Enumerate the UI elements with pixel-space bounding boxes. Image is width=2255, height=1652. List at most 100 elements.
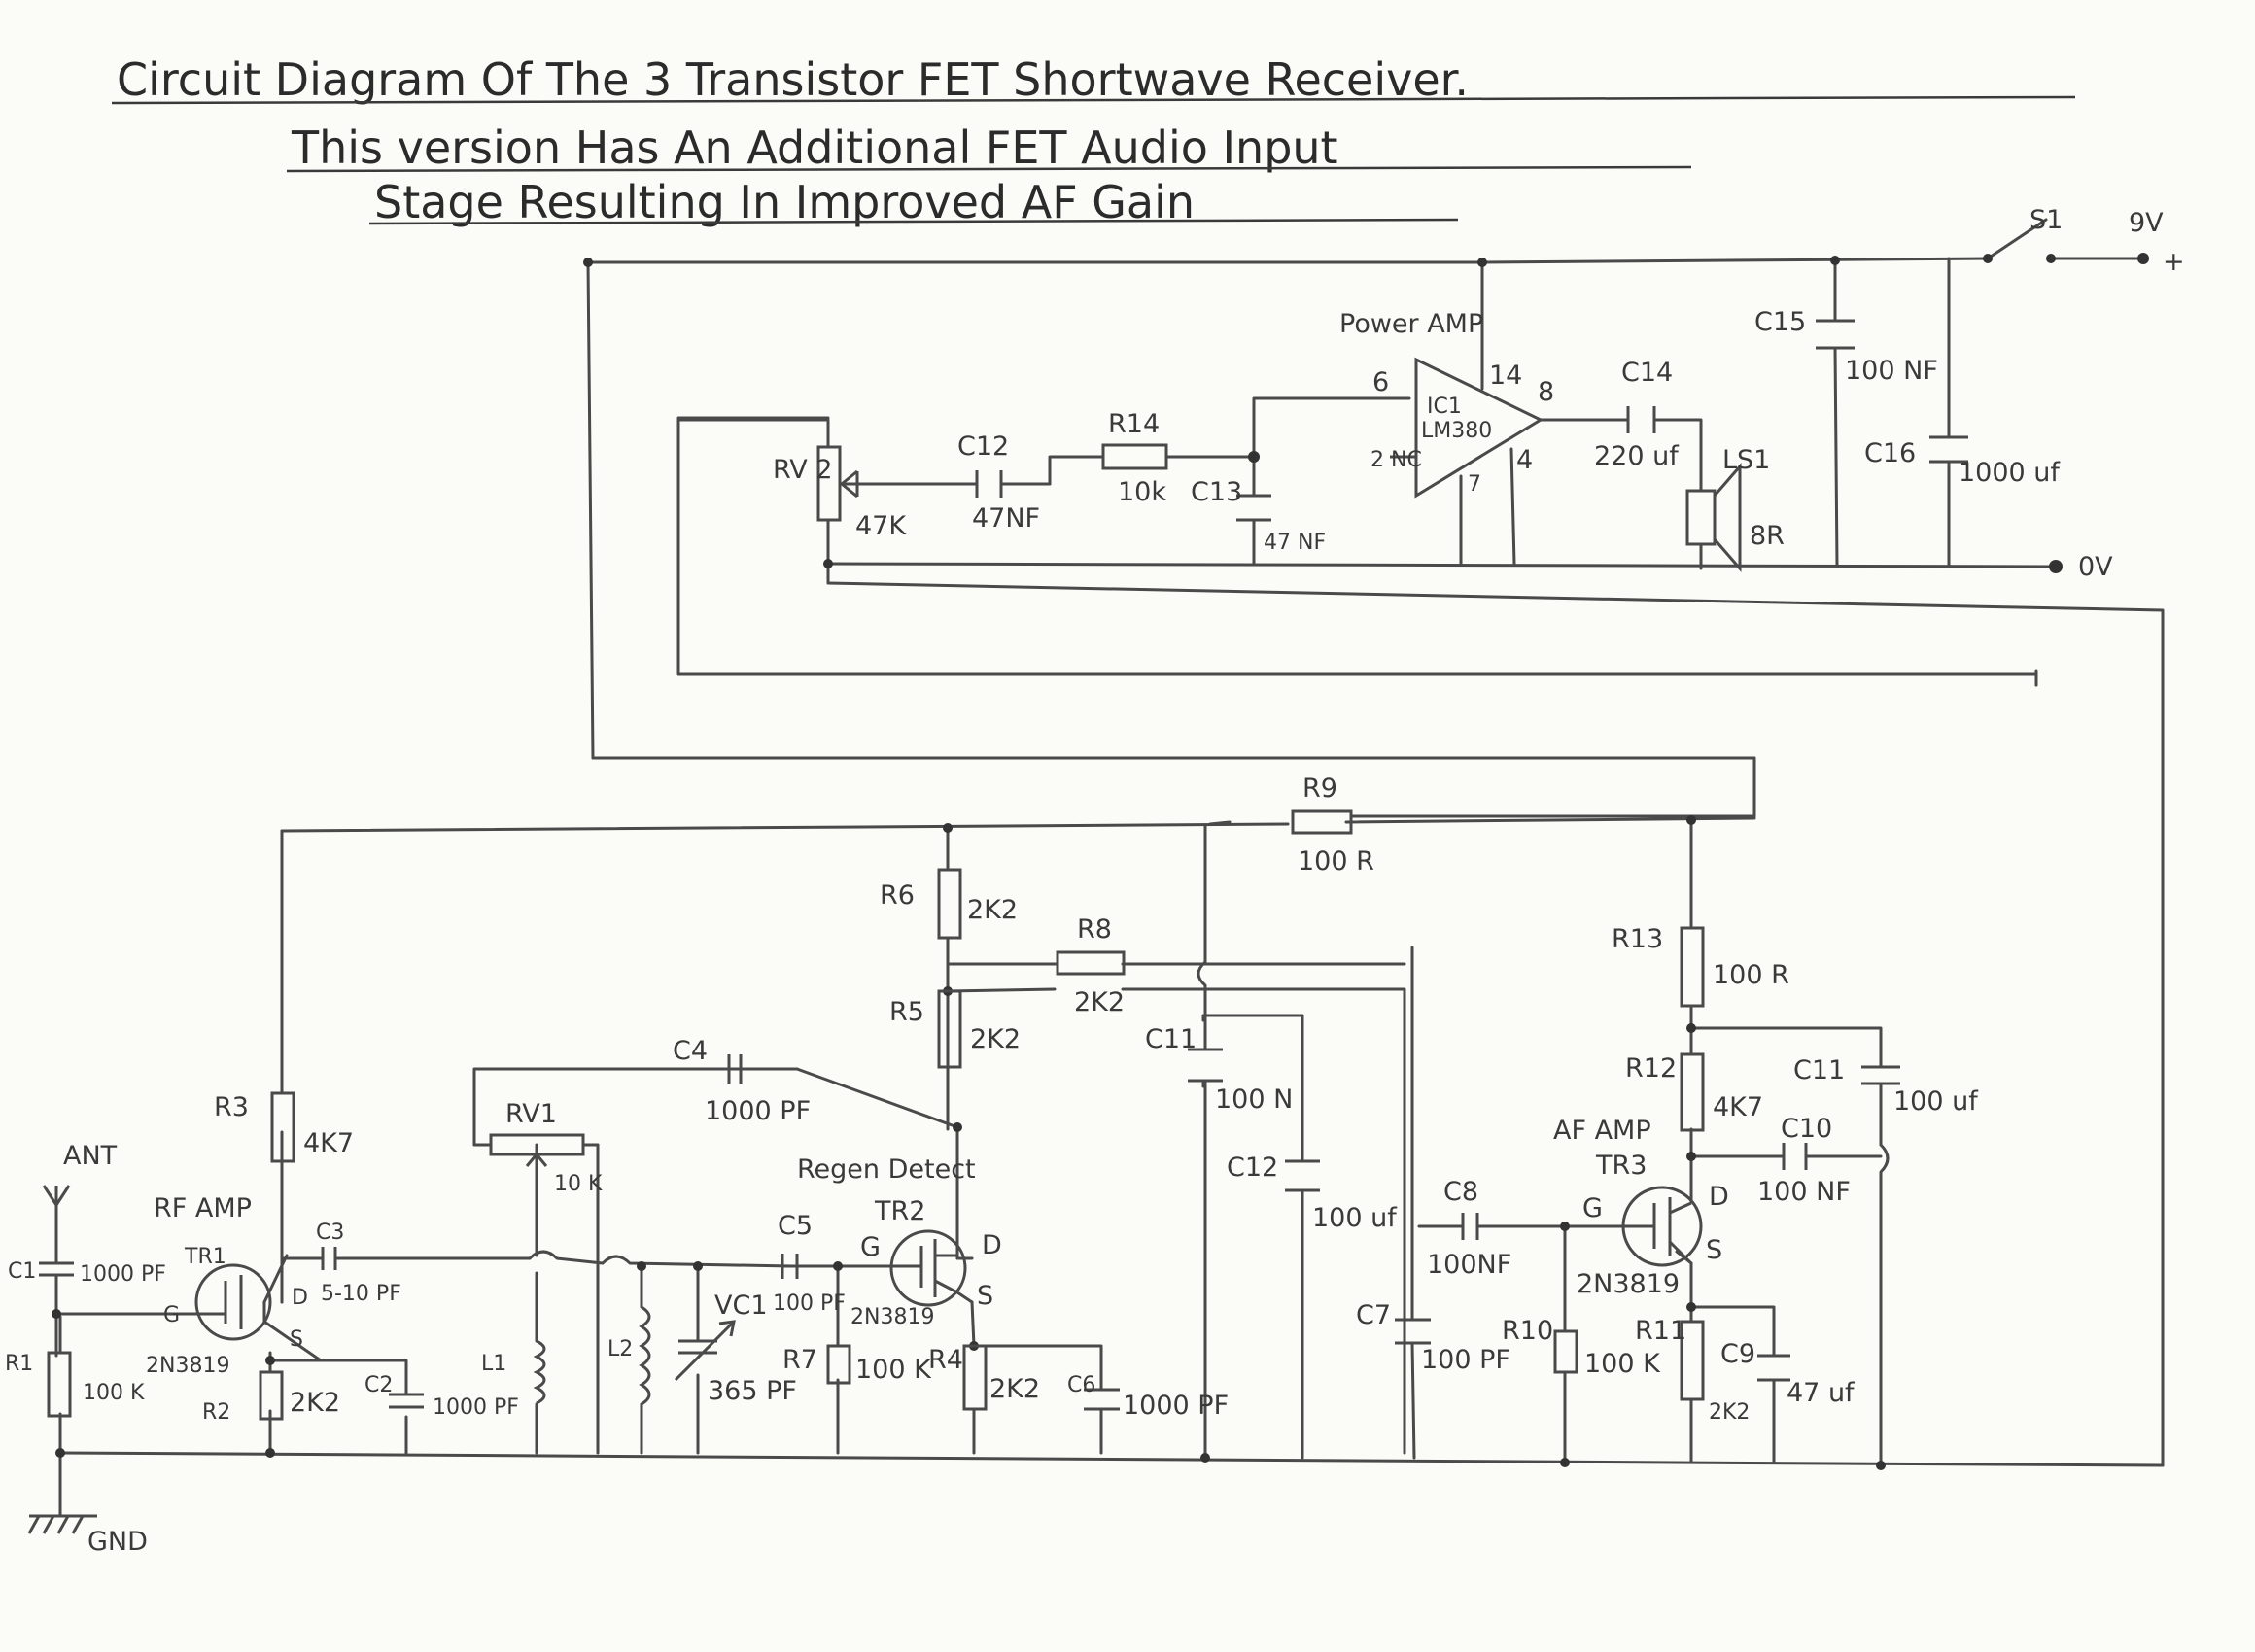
c13-value: 47 NF <box>1264 531 1326 555</box>
r1-value: 100 K <box>83 1381 145 1405</box>
antenna-icon <box>42 1185 71 1206</box>
title-line-2: This version Has An Additional FET Audio… <box>291 121 1338 174</box>
tr1-type: 2N3819 <box>146 1354 229 1378</box>
c9-label: C9 <box>1720 1339 1755 1369</box>
capacitor-c16 <box>1929 435 1968 464</box>
variable-capacitor-vc1 <box>674 1320 736 1382</box>
c2-label: C2 <box>364 1373 393 1397</box>
supply-plus-label: + <box>2163 247 2185 277</box>
r5-label: R5 <box>889 997 924 1027</box>
c7-value: 100 PF <box>1421 1345 1510 1375</box>
ant-label: ANT <box>63 1141 118 1171</box>
tr2-stage-label: Regen Detect <box>797 1154 976 1185</box>
c13-label: C13 <box>1191 477 1242 507</box>
r11-value: 2K2 <box>1709 1400 1750 1425</box>
ic1-lm380-icon <box>1390 357 1544 499</box>
resistor-r3 <box>270 1091 295 1163</box>
r12-label: R12 <box>1625 1053 1677 1084</box>
r14-label: R14 <box>1108 409 1160 439</box>
ic1-label: IC1 <box>1427 395 1462 419</box>
ic1-pin-8: 8 <box>1538 377 1554 407</box>
r7-label: R7 <box>782 1345 817 1375</box>
c14-value: 220 uf <box>1594 441 1680 471</box>
rv2-value: 47K <box>855 511 907 541</box>
resistor-r13 <box>1680 926 1705 1008</box>
c16-value: 1000 uf <box>1959 458 2061 488</box>
c9-value: 47 uf <box>1787 1378 1856 1408</box>
ic1-pin-6: 6 <box>1372 367 1389 397</box>
capacitor-c3 <box>321 1247 337 1270</box>
r3-value: 4K7 <box>303 1128 354 1158</box>
capacitor-c8 <box>1461 1213 1479 1240</box>
r13-label: R13 <box>1612 924 1663 954</box>
r9-label: R9 <box>1302 774 1337 804</box>
rv1-label: RV1 <box>505 1099 557 1129</box>
c7-label: C7 <box>1356 1300 1391 1330</box>
r3-label: R3 <box>214 1092 249 1122</box>
r6-value: 2K2 <box>967 895 1018 925</box>
tr3-stage-label: AF AMP <box>1553 1116 1651 1146</box>
c4-value: 1000 PF <box>705 1096 811 1126</box>
tr2-label: TR2 <box>874 1196 925 1226</box>
component-symbols <box>27 319 1968 1534</box>
supply-voltage-label: 9V <box>2129 208 2164 238</box>
capacitor-c11-100n <box>1188 1048 1223 1083</box>
c10-label: C10 <box>1781 1114 1832 1144</box>
r10-value: 100 K <box>1584 1349 1661 1379</box>
c11b-label: C11 <box>1793 1055 1845 1085</box>
junction-dots <box>52 256 1886 1470</box>
c15-label: C15 <box>1754 307 1806 337</box>
capacitor-c11-100uf <box>1861 1065 1900 1085</box>
ic1-pin-14: 14 <box>1489 361 1522 391</box>
r8-value: 2K2 <box>1074 987 1125 1017</box>
tr2-pin-s: S <box>977 1281 993 1311</box>
tr2-pin-g: G <box>860 1232 881 1262</box>
c12a-value: 100 uf <box>1312 1203 1398 1233</box>
tr1-pin-s: S <box>290 1327 303 1352</box>
c5-value: 100 PF <box>773 1291 846 1316</box>
ls1-value: 8R <box>1750 521 1785 551</box>
capacitor-c12-100uf <box>1285 1159 1320 1192</box>
r4-value: 2K2 <box>989 1374 1040 1404</box>
capacitor-c1 <box>39 1261 74 1277</box>
ground-rail-label: 0V <box>2078 552 2113 582</box>
r9-value: 100 R <box>1298 846 1374 877</box>
ic1-type: LM380 <box>1421 419 1492 443</box>
c11a-label: C11 <box>1145 1024 1197 1054</box>
c2-value: 1000 PF <box>433 1395 519 1420</box>
c8-value: 100NF <box>1427 1250 1511 1280</box>
c1-value: 1000 PF <box>80 1262 166 1287</box>
r14-value: 10k <box>1118 477 1166 507</box>
r8-label: R8 <box>1077 914 1112 945</box>
r13-value: 100 R <box>1713 960 1789 990</box>
c5-label: C5 <box>778 1211 813 1241</box>
capacitor-c12-47nf <box>975 470 1003 498</box>
resistor-r11 <box>1680 1320 1705 1401</box>
capacitor-c10 <box>1782 1143 1808 1170</box>
c12a-label: C12 <box>1227 1153 1278 1183</box>
ic1-pin-7: 7 <box>1468 472 1481 497</box>
gnd-label: GND <box>87 1527 148 1557</box>
tr1-pin-g: G <box>163 1303 180 1327</box>
s1-label: S1 <box>2030 205 2063 235</box>
c1-label: C1 <box>8 1259 36 1284</box>
capacitor-c9 <box>1757 1354 1790 1382</box>
capacitor-c6 <box>1084 1388 1120 1411</box>
tr2-pin-d: D <box>982 1230 1002 1260</box>
l1-label: L1 <box>481 1352 506 1376</box>
capacitor-c15 <box>1816 319 1855 350</box>
ic1-pin-4: 4 <box>1516 445 1533 475</box>
resistor-r12 <box>1680 1052 1705 1132</box>
capacitor-c13 <box>1236 494 1271 522</box>
resistor-r14 <box>1101 443 1168 470</box>
capacitor-c2 <box>389 1393 424 1409</box>
rv1-value: 10 K <box>554 1172 603 1196</box>
resistor-r10 <box>1553 1329 1578 1374</box>
ls1-label: LS1 <box>1722 445 1770 475</box>
tr3-pin-g: G <box>1582 1193 1603 1223</box>
capacitor-c5 <box>781 1254 799 1279</box>
resistor-r9 <box>1291 809 1353 835</box>
c3-label: C3 <box>316 1221 344 1245</box>
r2-value: 2K2 <box>290 1388 340 1418</box>
ground-icon <box>27 1514 97 1534</box>
